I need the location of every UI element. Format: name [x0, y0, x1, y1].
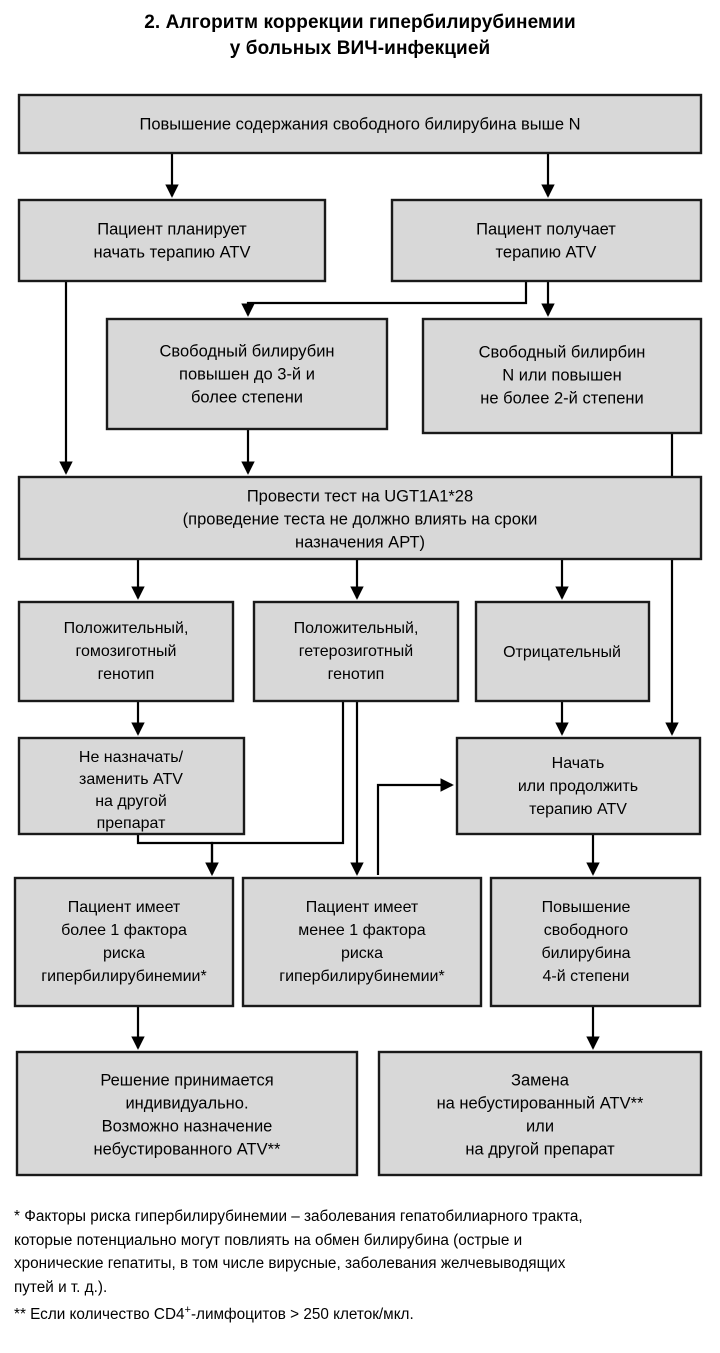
node-plans-atv-line-1: Пациент планирует — [97, 220, 247, 238]
node-bili-norm-box[interactable] — [421, 317, 703, 435]
node-bili-grade3-box[interactable] — [105, 317, 389, 431]
node-grade4-line-1: Повышение — [542, 899, 631, 916]
node-less-than-one-line-3: риска — [341, 945, 383, 962]
node-heterozygous-line-3: генотип — [328, 666, 385, 683]
node-replace-atv[interactable]: Замена на небустированный ATV** или на д… — [377, 1050, 703, 1177]
node-less-than-one[interactable]: Пациент имеет менее 1 фактора риска гипе… — [241, 876, 483, 1008]
node-heterozygous-box[interactable] — [252, 600, 460, 703]
node-ugt-test-line-3: назначения АРТ) — [295, 533, 425, 551]
node-grade4-line-2: свободного — [544, 922, 628, 939]
node-individual-decision-line-2: индивидуально. — [125, 1094, 248, 1112]
node-root-box[interactable] — [17, 93, 703, 155]
node-root-line-1: Повышение содержания свободного билируби… — [139, 115, 580, 133]
node-negative[interactable]: Отрицательный — [474, 600, 651, 703]
node-more-than-one-line-4: гипербилирубинемии* — [41, 968, 206, 985]
node-start-continue-line-1: Начать — [552, 755, 605, 772]
node-individual-decision-box[interactable] — [15, 1050, 359, 1177]
node-plans-atv[interactable]: Пациент планирует начать терапию ATV — [17, 198, 327, 283]
node-replace-atv-line-2: на небустированный ATV** — [437, 1094, 644, 1112]
edge-no-atv-to-more-than-one — [136, 834, 219, 876]
node-more-than-one-box[interactable] — [13, 876, 235, 1008]
node-bili-grade3[interactable]: Свободный билирубин повышен до 3-й и бол… — [105, 317, 389, 431]
page-title-line-1: 2. Алгоритм коррекции гипербилирубинемии — [144, 12, 576, 33]
node-individual-decision[interactable]: Решение принимается индивидуально. Возмо… — [15, 1050, 359, 1177]
footnote-2-superscript: + — [184, 1304, 191, 1316]
node-ugt-test-box[interactable] — [17, 475, 703, 561]
node-bili-grade3-line-2: повышен до 3-й и — [179, 365, 315, 383]
node-replace-atv-line-4: на другой препарат — [465, 1140, 615, 1158]
node-start-continue[interactable]: Начать или продолжить терапию ATV — [455, 736, 702, 836]
node-bili-norm-line-1: Свободный билирбин — [479, 343, 646, 361]
footnotes: * Факторы риска гипербилирубинемии – заб… — [14, 1205, 708, 1327]
node-bili-grade3-line-3: более степени — [191, 388, 303, 406]
edge-receives-to-bili-grade3 — [241, 281, 528, 317]
node-replace-atv-line-1: Замена — [511, 1071, 570, 1089]
node-start-continue-line-3: терапию ATV — [529, 801, 627, 818]
node-heterozygous-line-2: гетерозиготный — [299, 643, 413, 660]
node-root[interactable]: Повышение содержания свободного билируби… — [17, 93, 703, 155]
node-receives-atv-line-1: Пациент получает — [476, 220, 616, 238]
node-replace-atv-box[interactable] — [377, 1050, 703, 1177]
node-heterozygous[interactable]: Положительный, гетерозиготный генотип — [252, 600, 460, 703]
node-individual-decision-line-1: Решение принимается — [100, 1071, 273, 1089]
node-plans-atv-line-2: начать терапию ATV — [94, 243, 251, 261]
node-heterozygous-line-1: Положительный, — [294, 620, 419, 637]
node-no-atv-line-1: Не назначать/ — [79, 749, 184, 766]
node-less-than-one-line-1: Пациент имеет — [306, 899, 419, 916]
node-more-than-one-line-2: более 1 фактора — [61, 922, 187, 939]
node-individual-decision-line-4: небустированного ATV** — [94, 1140, 281, 1158]
node-homozygous-line-2: гомозиготный — [75, 643, 176, 660]
node-negative-line-1: Отрицательный — [503, 644, 621, 661]
node-start-continue-box[interactable] — [455, 736, 702, 836]
node-no-atv[interactable]: Не назначать/ заменить ATV на другой пре… — [17, 736, 246, 836]
flowchart: Повышение содержания свободного билируби… — [13, 93, 703, 1177]
page-title: 2. Алгоритм коррекции гипербилирубинемии… — [0, 10, 720, 62]
node-grade4-line-4: 4-й степени — [543, 968, 630, 985]
node-plans-atv-box[interactable] — [17, 198, 327, 283]
node-ugt-test-line-1: Провести тест на UGT1A1*28 — [247, 487, 473, 505]
node-no-atv-line-3: на другой — [95, 793, 167, 810]
node-homozygous-box[interactable] — [17, 600, 235, 703]
node-less-than-one-line-4: гипербилирубинемии* — [279, 968, 444, 985]
node-receives-atv[interactable]: Пациент получает терапию ATV — [390, 198, 703, 283]
node-more-than-one-line-3: риска — [103, 945, 145, 962]
node-bili-norm-line-3: не более 2-й степени — [480, 389, 643, 407]
node-homozygous[interactable]: Положительный, гомозиготный генотип — [17, 600, 235, 703]
node-more-than-one-line-1: Пациент имеет — [68, 899, 181, 916]
node-bili-norm-line-2: N или повышен — [502, 366, 621, 384]
node-receives-atv-box[interactable] — [390, 198, 703, 283]
node-no-atv-box[interactable] — [17, 736, 246, 836]
edge-layer — [59, 153, 679, 1050]
footnote-1-line-2: которые потенциально могут повлиять на о… — [14, 1231, 523, 1249]
node-negative-box[interactable] — [474, 600, 651, 703]
node-grade4-line-3: билирубина — [541, 945, 630, 962]
node-homozygous-line-3: генотип — [98, 666, 155, 683]
node-ugt-test-line-2: (проведение теста не должно влиять на ср… — [183, 510, 538, 528]
node-less-than-one-line-2: менее 1 фактора — [298, 922, 426, 939]
node-ugt-test[interactable]: Провести тест на UGT1A1*28 (проведение т… — [17, 475, 703, 561]
node-bili-grade3-line-1: Свободный билирубин — [159, 342, 334, 360]
node-no-atv-line-4: препарат — [97, 815, 166, 832]
node-start-continue-line-2: или продолжить — [518, 778, 638, 795]
node-receives-atv-line-2: терапию ATV — [496, 243, 597, 261]
node-individual-decision-line-3: Возможно назначение — [102, 1117, 273, 1135]
footnote-1-line-3: хронические гепатиты, в том числе вирусн… — [14, 1255, 566, 1272]
node-homozygous-line-1: Положительный, — [64, 620, 189, 637]
node-replace-atv-line-3: или — [526, 1117, 554, 1135]
node-no-atv-line-2: заменить ATV — [79, 771, 183, 788]
footnote-1-line-1: * Факторы риска гипербилирубинемии – заб… — [14, 1208, 583, 1225]
page-title-line-2: у больных ВИЧ-инфекцией — [229, 38, 491, 59]
edge-less-than-one-to-start — [376, 778, 454, 875]
node-less-than-one-box[interactable] — [241, 876, 483, 1008]
node-grade4-box[interactable] — [489, 876, 702, 1008]
footnote-2: ** Если количество CD4+-лимфоцитов > 250… — [14, 1299, 708, 1327]
node-bili-norm[interactable]: Свободный билирбин N или повышен не боле… — [421, 317, 703, 435]
node-grade4[interactable]: Повышение свободного билирубина 4-й степ… — [489, 876, 702, 1008]
node-more-than-one[interactable]: Пациент имеет более 1 фактора риска гипе… — [13, 876, 235, 1008]
footnote-2-prefix: ** Если количество CD4 — [14, 1306, 185, 1324]
footnote-1-line-4: путей и т. д.). — [14, 1278, 108, 1296]
footnote-2-suffix: -лимфоцитов > 250 клеток/мкл. — [190, 1306, 414, 1324]
